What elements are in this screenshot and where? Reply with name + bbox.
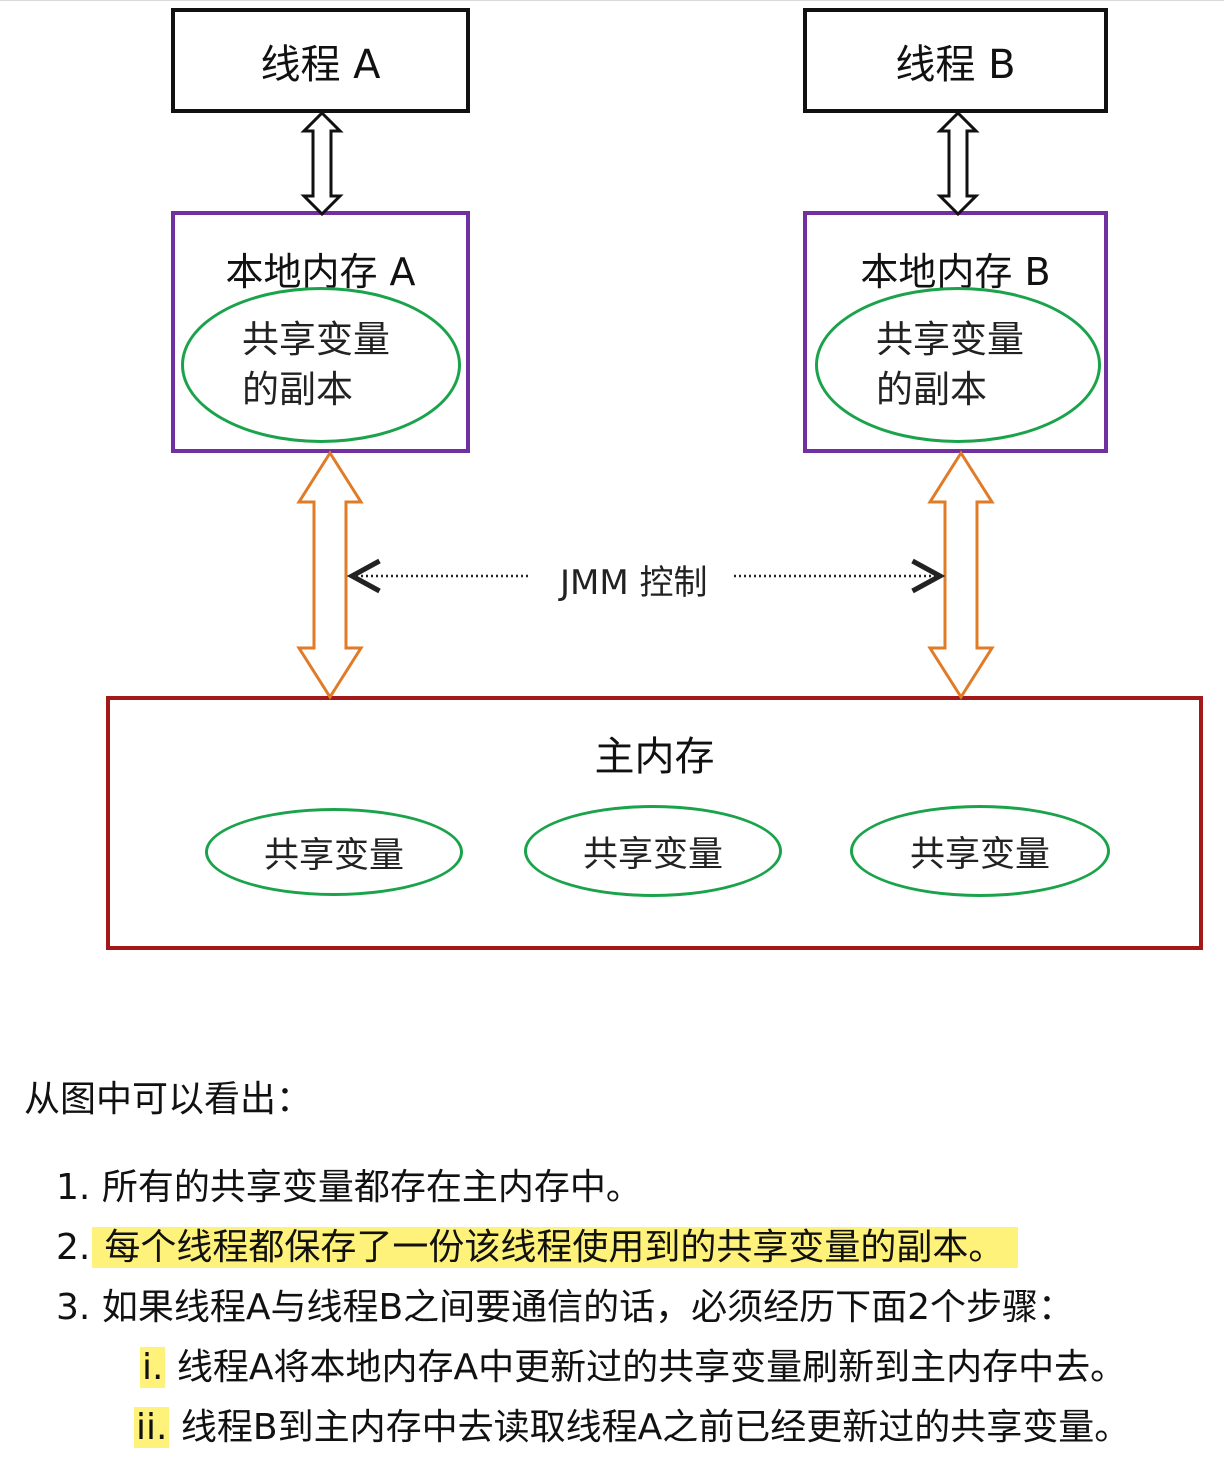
- sub-item-i: i. 线程A将本地内存A中更新过的共享变量刷新到主内存中去。: [140, 1338, 1126, 1390]
- thread-b-local-b-arrow: [936, 110, 980, 217]
- local-memory-b-box: 本地内存 B 共享变量 的副本: [803, 211, 1108, 453]
- shared-variable-copy-a: 共享变量 的副本: [181, 287, 461, 443]
- sub-item-i-number: i.: [140, 1347, 166, 1388]
- thread-b-box: 线程 B: [803, 8, 1108, 113]
- local-memory-a-title: 本地内存 A: [225, 250, 416, 294]
- sub-item-ii-number: ii.: [134, 1407, 170, 1448]
- list-item-3-number: 3.: [56, 1287, 91, 1328]
- top-divider: [0, 0, 1224, 1]
- shared-variable-1-label: 共享变量: [263, 835, 404, 876]
- list-item-1: 1. 所有的共享变量都存在主内存中。: [56, 1158, 642, 1210]
- intro-text: 从图中可以看出：: [24, 1079, 313, 1120]
- shared-variable-3: 共享变量: [850, 805, 1110, 897]
- thread-a-label: 线程 A: [260, 41, 381, 88]
- copy-b-line1: 共享变量: [876, 318, 1024, 361]
- list-item-2-number: 2.: [56, 1227, 91, 1268]
- sub-item-ii: ii. 线程B到主内存中去读取线程A之前已经更新过的共享变量。: [134, 1398, 1130, 1450]
- shared-variable-3-label: 共享变量: [909, 834, 1050, 875]
- shared-variable-2: 共享变量: [524, 805, 782, 897]
- sub-item-i-text: 线程A将本地内存A中更新过的共享变量刷新到主内存中去。: [176, 1347, 1127, 1388]
- list-item-2-text: 每个线程都保存了一份该线程使用到的共享变量的副本。: [92, 1227, 1019, 1268]
- local-memory-b-title: 本地内存 B: [860, 250, 1051, 294]
- sub-item-ii-text: 线程B到主内存中去读取线程A之前已经更新过的共享变量。: [180, 1407, 1131, 1448]
- main-memory-title: 主内存: [594, 734, 715, 780]
- shared-variable-2-label: 共享变量: [582, 834, 723, 875]
- list-item-1-text: 所有的共享变量都存在主内存中。: [101, 1167, 642, 1208]
- local-a-main-arrow: [296, 450, 364, 700]
- list-item-1-number: 1.: [56, 1167, 91, 1208]
- shared-variable-1: 共享变量: [205, 808, 463, 896]
- list-item-2: 2.每个线程都保存了一份该线程使用到的共享变量的副本。: [56, 1218, 1019, 1270]
- main-memory-box: 主内存 共享变量 共享变量 共享变量: [106, 696, 1203, 950]
- local-memory-a-box: 本地内存 A 共享变量 的副本: [171, 211, 470, 453]
- local-b-main-arrow: [927, 450, 995, 700]
- connector-arrows: [296, 110, 995, 700]
- copy-a-line1: 共享变量: [242, 318, 390, 361]
- thread-a-box: 线程 A: [171, 8, 470, 113]
- list-item-3-text: 如果线程A与线程B之间要通信的话，必须经历下面2个步骤：: [101, 1287, 1075, 1328]
- jmm-control-label: JMM 控制: [560, 563, 708, 603]
- thread-b-label: 线程 B: [895, 41, 1016, 88]
- shared-variable-copy-b: 共享变量 的副本: [815, 287, 1101, 443]
- copy-b-line2: 的副本: [876, 368, 987, 411]
- thread-a-local-a-arrow: [300, 110, 344, 217]
- list-item-3: 3. 如果线程A与线程B之间要通信的话，必须经历下面2个步骤：: [56, 1278, 1074, 1330]
- copy-a-line2: 的副本: [242, 368, 353, 411]
